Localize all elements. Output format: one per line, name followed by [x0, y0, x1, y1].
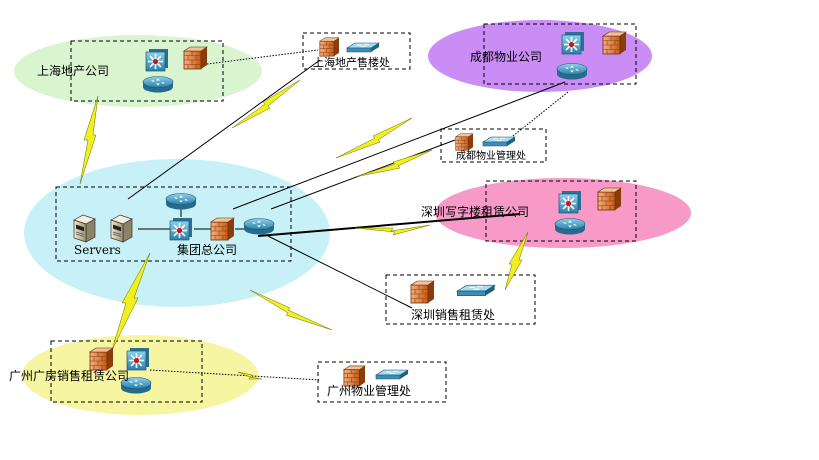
label-shenzhen-office: 深圳销售租赁处 — [411, 307, 495, 322]
label-shenzhen-company: 深圳写字楼租赁公司 — [421, 204, 529, 219]
firewall-icon[interactable] — [210, 217, 235, 241]
label-shanghai-sales-office: 上海地产售楼处 — [313, 55, 390, 69]
hub-icon[interactable] — [169, 217, 193, 241]
switch-icon[interactable] — [346, 42, 380, 53]
link-hq-shenzhen — [257, 213, 521, 237]
wan-bolt-hq-shanghai-office — [231, 79, 301, 129]
firewall-icon[interactable] — [602, 31, 627, 55]
guangzhou-office-box — [317, 361, 447, 403]
label-shanghai-company: 上海地产公司 — [37, 63, 109, 78]
server-icon[interactable] — [110, 214, 133, 243]
router-icon[interactable] — [165, 193, 197, 210]
hq-group-box — [55, 186, 292, 262]
label-chengdu-office: 成都物业管理处 — [456, 149, 526, 162]
guangzhou-zone — [22, 335, 258, 415]
hub-icon[interactable] — [145, 48, 169, 72]
shanghai-office-box — [302, 32, 411, 70]
link-hq-shenzhen-office — [267, 235, 413, 309]
shanghai-group-box — [70, 40, 224, 102]
label-hq: 集团总公司 — [177, 242, 237, 257]
wan-bolt-hq-shenzhen — [354, 224, 431, 236]
hub-icon[interactable] — [126, 347, 150, 371]
switch-icon[interactable] — [482, 136, 516, 147]
router-icon[interactable] — [556, 63, 588, 80]
hub-icon[interactable] — [561, 31, 585, 55]
wan-bolt-guangzhou-office-dot — [237, 371, 263, 380]
link-hq-shanghai-office — [127, 59, 321, 200]
firewall-icon[interactable] — [89, 347, 114, 371]
switch-icon[interactable] — [375, 369, 409, 380]
wan-bolt-hq-chengdu — [335, 117, 413, 159]
firewall-icon[interactable] — [183, 46, 208, 70]
router-icon[interactable] — [554, 218, 586, 235]
link-hq-chengdu — [232, 81, 566, 210]
wan-bolt-hq-chengdu-office — [354, 149, 433, 178]
wan-bolt-shenzhen-office — [504, 231, 529, 291]
label-guangzhou-office: 广州物业管理处 — [327, 383, 411, 398]
router-icon[interactable] — [243, 218, 275, 235]
link-shanghai-fw-office — [206, 49, 319, 65]
link-guangzhou-office — [149, 369, 321, 381]
switch-icon[interactable] — [456, 284, 496, 297]
router-icon[interactable] — [142, 76, 174, 93]
firewall-icon[interactable] — [455, 133, 474, 151]
label-servers: Servers — [74, 243, 121, 257]
shenzhen-office-box — [385, 274, 536, 325]
hub-icon[interactable] — [558, 190, 582, 214]
wan-bolt-shanghai-hq — [79, 95, 99, 185]
firewall-icon[interactable] — [597, 187, 622, 211]
label-chengdu-company: 成都物业公司 — [470, 50, 542, 64]
guangzhou-group-box — [50, 340, 203, 403]
firewall-icon[interactable] — [410, 280, 435, 304]
firewall-icon[interactable] — [319, 37, 340, 57]
wan-bolt-hq-guangzhou-office — [249, 289, 333, 331]
label-guangzhou-company: 广州广房销售租赁公司 — [9, 368, 129, 383]
server-icon[interactable] — [73, 214, 96, 243]
link-chengdu-fw-office — [507, 91, 569, 141]
